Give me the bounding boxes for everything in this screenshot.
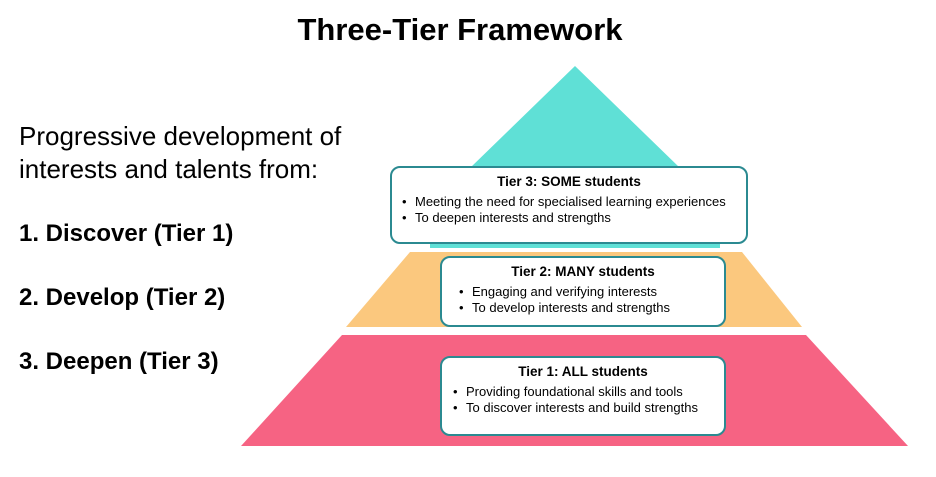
tier-3-heading: Tier 3: SOME students (497, 174, 641, 189)
tier-1-card: Tier 1: ALL students Providing foundatio… (440, 356, 726, 436)
tier-2-heading: Tier 2: MANY students (511, 264, 655, 279)
step-develop: 2. Develop (Tier 2) (19, 284, 226, 311)
tier-1-bullet: To discover interests and build strength… (448, 400, 724, 416)
tier-3-bullets: Meeting the need for specialised learnin… (392, 194, 746, 226)
intro-text: Progressive development of interests and… (19, 121, 342, 184)
tier-3-bullet: Meeting the need for specialised learnin… (397, 194, 746, 210)
tier-2-bullet: Engaging and verifying interests (454, 284, 724, 300)
page-title: Three-Tier Framework (297, 12, 623, 47)
tier-2-bullet: To develop interests and strengths (454, 300, 724, 316)
step-deepen: 3. Deepen (Tier 3) (19, 348, 219, 375)
tier-1-heading: Tier 1: ALL students (518, 364, 648, 379)
step-discover: 1. Discover (Tier 1) (19, 220, 234, 247)
tier-1-bullet: Providing foundational skills and tools (448, 384, 724, 400)
tier-2-card: Tier 2: MANY students Engaging and verif… (440, 256, 726, 327)
tier-3-bullet: To deepen interests and strengths (397, 210, 746, 226)
pyramid-tier-3-lower (430, 243, 720, 248)
pyramid-tier-3 (470, 66, 680, 168)
tier-3-card: Tier 3: SOME students Meeting the need f… (390, 166, 748, 244)
tier-2-bullets: Engaging and verifying interests To deve… (442, 284, 724, 316)
tier-1-bullets: Providing foundational skills and tools … (442, 384, 724, 416)
